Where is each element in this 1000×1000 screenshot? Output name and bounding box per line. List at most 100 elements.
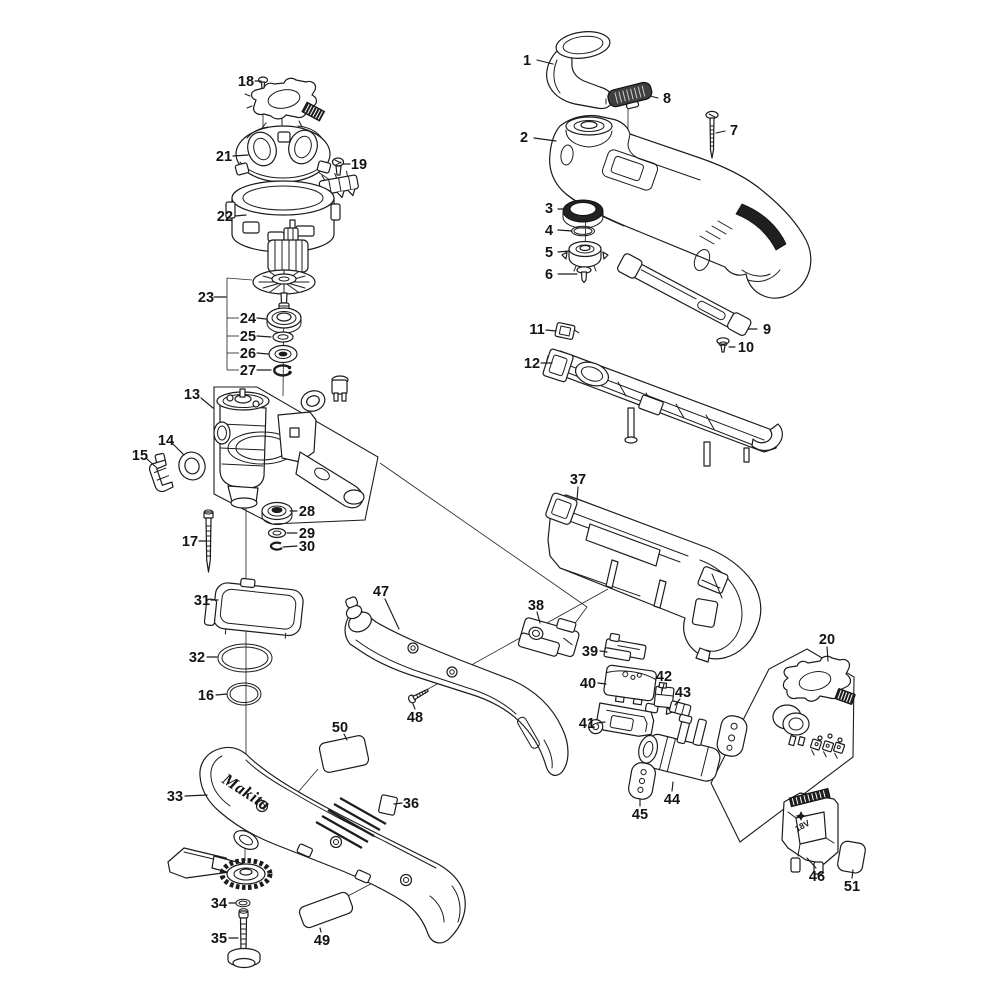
leader-line-49 [319, 927, 322, 933]
part-label-6: 6 [545, 267, 553, 283]
part-label-44: 44 [664, 792, 680, 808]
pad-plate-drawing [716, 715, 748, 757]
part-24-bearing-drawing [266, 307, 302, 334]
part-label-33: 33 [167, 789, 183, 805]
part-39-bracket-drawing [603, 632, 647, 662]
part-11-piece-drawing [554, 322, 580, 340]
leader-line-48 [412, 703, 416, 710]
part-label-35: 35 [211, 931, 227, 947]
part-label-12: 12 [524, 356, 540, 372]
part-12-chassis-frame-drawing [542, 348, 783, 467]
part-8-slide-switch-drawing [607, 81, 653, 110]
leader-line-4 [557, 229, 573, 232]
part-45-grommet-drawing [628, 762, 656, 800]
part-30-clip-drawing [269, 541, 283, 551]
part-label-17: 17 [182, 534, 198, 550]
align-gearbox-switch38 [379, 462, 588, 627]
part-label-48: 48 [407, 710, 423, 726]
leader-line-51 [851, 869, 854, 879]
part-6-screw-drawing [576, 266, 592, 284]
part-label-41: 41 [579, 716, 595, 732]
part-label-20: 20 [819, 632, 835, 648]
leader-line-44 [671, 781, 674, 792]
part-7-screw-drawing [705, 110, 719, 159]
sensor-unit-drawing [772, 704, 810, 747]
part-9-lock-lever-drawing [617, 253, 752, 336]
leader-line-20 [826, 646, 829, 662]
part-label-30: 30 [299, 539, 315, 555]
leader-line-11 [545, 329, 557, 332]
part-label-9: 9 [763, 322, 771, 338]
part-label-45: 45 [632, 807, 648, 823]
part-label-46: 46 [809, 869, 825, 885]
part-label-13: 13 [184, 387, 200, 403]
leader-line-5 [557, 250, 570, 253]
part-47-housing-half-upper-drawing [344, 596, 569, 776]
part-label-2: 2 [520, 130, 528, 146]
leader-line-43 [674, 698, 681, 706]
leader-line-22 [234, 214, 247, 217]
leader-line-46 [806, 857, 817, 869]
leader-line-47 [384, 598, 400, 630]
group-box-20 [710, 648, 855, 843]
part-3-ring-drawing [562, 199, 604, 229]
part-label-42: 42 [656, 669, 672, 685]
part-43-piece-drawing [668, 700, 692, 717]
part-26-bearing-drawing [268, 344, 298, 364]
part-13-gear-housing-drawing [213, 375, 365, 509]
leader-line-2 [533, 137, 557, 142]
part-label-31: 31 [194, 593, 210, 609]
leader-line-15 [146, 458, 158, 469]
stator-insulator-sheet-drawing [244, 77, 326, 122]
part-label-16: 16 [198, 688, 214, 704]
part-15-clip-drawing [148, 452, 174, 493]
leader-line-42 [661, 683, 665, 692]
leader-line-41 [596, 721, 606, 724]
leader-line-38 [536, 611, 541, 624]
part-label-7: 7 [730, 123, 738, 139]
callout-labels-layer: 1234567891011121314151617181920212223242… [132, 53, 860, 949]
part-label-43: 43 [675, 685, 691, 701]
part-29-washer-drawing [267, 527, 287, 539]
part-33-housing-half-lower-drawing: Makita [199, 746, 466, 944]
part-label-8: 8 [663, 91, 671, 107]
part-50-label-plate-drawing [318, 735, 370, 773]
part-4-o-ring-drawing [571, 225, 595, 237]
group-box-13 [213, 386, 379, 525]
leader-line-14 [172, 443, 185, 456]
part-label-29: 29 [299, 526, 315, 542]
part-label-15: 15 [132, 448, 148, 464]
bracket-23-top-tick [226, 277, 253, 281]
leader-line-8 [649, 95, 659, 99]
part-label-49: 49 [314, 933, 330, 949]
part-35-clamp-bolt-drawing [227, 908, 261, 969]
leader-line-7 [715, 130, 726, 134]
parts-layer: Makita [148, 31, 866, 969]
leader-line-39 [599, 650, 608, 653]
part-label-36: 36 [403, 796, 419, 812]
part-21-stator-drawing [234, 118, 332, 183]
part-label-4: 4 [545, 223, 553, 239]
part-22-fan-baffle-drawing [225, 180, 341, 253]
part-32-o-ring-drawing [217, 643, 273, 673]
part-label-37: 37 [570, 472, 586, 488]
leader-line-26 [256, 352, 269, 355]
part-46-terminal-block-drawing: 18V [781, 787, 839, 875]
part-label-5: 5 [545, 245, 553, 261]
part-2-motor-housing-drawing [549, 114, 812, 299]
leader-line-13 [200, 397, 214, 409]
leader-line-36 [393, 802, 403, 805]
spindle-top-drawing [331, 375, 349, 402]
leader-line-1 [536, 59, 554, 65]
part-40-controller-drawing [603, 664, 657, 706]
terminal-contacts-drawing [809, 733, 846, 759]
part-48-screw-drawing [407, 688, 429, 704]
part-1-rear-cover-drawing [545, 31, 613, 110]
part-25-washer-drawing [272, 331, 294, 343]
part-label-11: 11 [529, 322, 544, 338]
leader-line-16 [215, 693, 228, 696]
leader-line-30 [282, 545, 298, 548]
part-51-label-drawing [837, 840, 866, 874]
